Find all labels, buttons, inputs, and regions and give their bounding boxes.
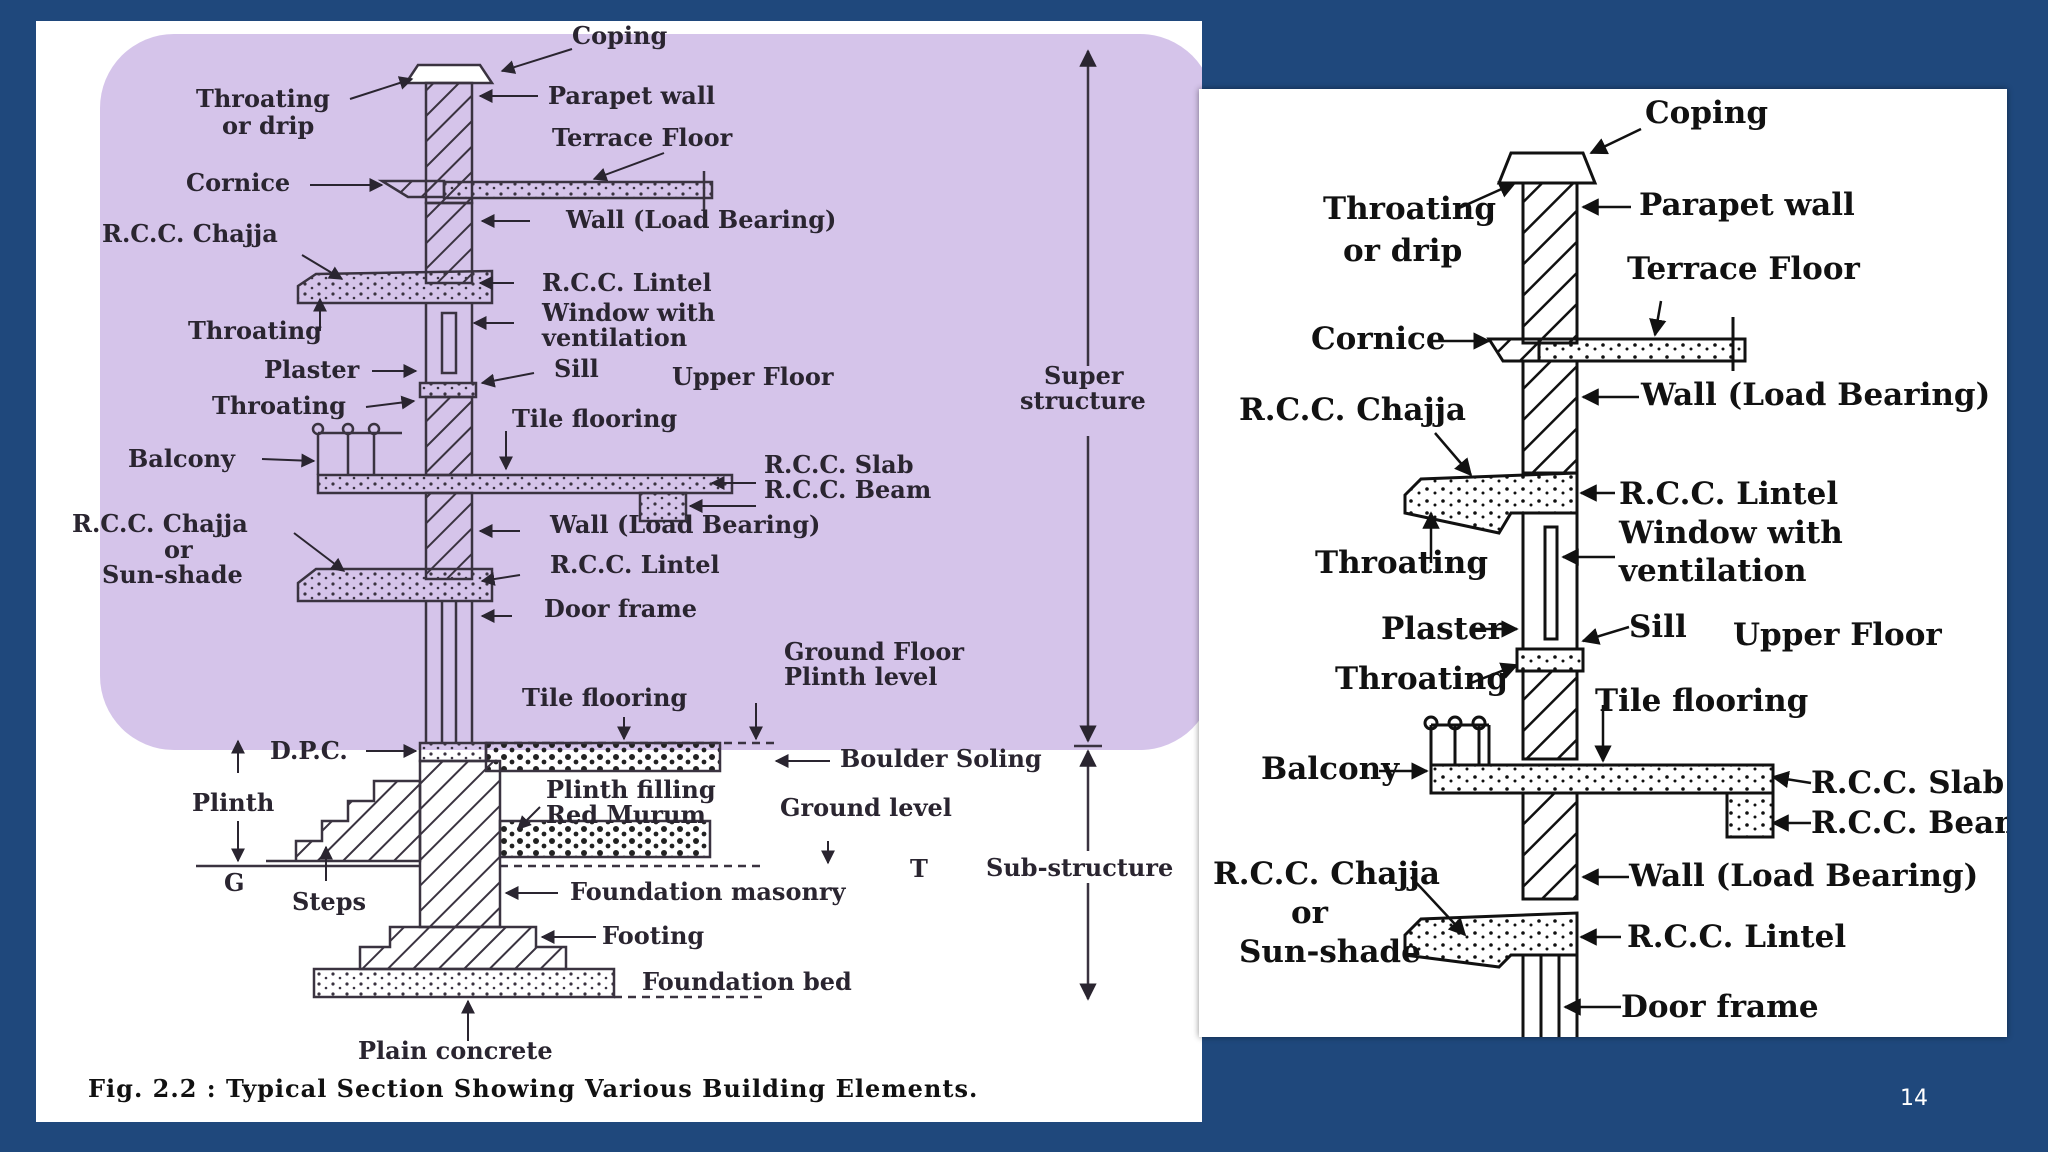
label-steps: Steps — [292, 887, 366, 916]
label-boulder-soling: Boulder Soling — [840, 744, 1042, 773]
detail-label-cornice: Cornice — [1311, 321, 1446, 357]
detail-label-tile-flooring: Tile flooring — [1595, 683, 1808, 719]
label-rcc-lintel-top: R.C.C. Lintel — [542, 268, 712, 297]
superstructure-highlight — [100, 34, 1202, 750]
label-g: G — [224, 868, 245, 897]
label-rcc-chajja-top: R.C.C. Chajja — [102, 219, 278, 248]
labels: Coping Throating or drip Parapet wall Te… — [72, 21, 1173, 1103]
label-plinth-filling: Plinth filling — [546, 775, 716, 804]
detail-label-balcony: Balcony — [1261, 751, 1400, 787]
label-foundation-bed: Foundation bed — [642, 967, 852, 996]
label-plaster: Plaster — [264, 355, 360, 384]
detail-label-upper-floor: Upper Floor — [1733, 617, 1942, 653]
labels-detail: Coping Throating or drip Parapet wall Te… — [1213, 95, 2007, 1025]
detail-label-coping: Coping — [1645, 95, 1768, 131]
detail-label-window-2: ventilation — [1618, 553, 1807, 589]
detail-label-wall-load-bearing-bottom: Wall (Load Bearing) — [1628, 858, 1978, 894]
building-section-drawing: Coping Throating or drip Parapet wall Te… — [72, 21, 1173, 1103]
label-upper-floor: Upper Floor — [672, 362, 834, 391]
label-rcc-slab: R.C.C. Slab — [764, 450, 914, 479]
detail-label-rcc-lintel-bottom: R.C.C. Lintel — [1627, 919, 1846, 955]
upper-floor-detail-figure: Coping Throating or drip Parapet wall Te… — [1199, 89, 2007, 1037]
slide-number: 14 — [1900, 1086, 1928, 1111]
label-ground-floor: Ground Floor — [784, 637, 964, 666]
label-tile-flooring-upper: Tile flooring — [512, 404, 677, 433]
label-plain-concrete: Plain concrete — [358, 1036, 553, 1065]
label-rcc-chajja-bottom-2: or — [164, 535, 193, 564]
label-super-structure-1: Super — [1044, 361, 1124, 390]
label-sill: Sill — [554, 354, 599, 383]
structure-drawing-detail — [1403, 151, 1775, 1037]
label-foundation-masonry: Foundation masonry — [570, 877, 847, 906]
detail-label-door-frame: Door frame — [1621, 989, 1819, 1025]
detail-label-throating-drip-2: or drip — [1343, 233, 1462, 269]
detail-label-rcc-beam: R.C.C. Beam — [1811, 805, 2007, 841]
detail-label-rcc-chajja-bottom-1: R.C.C. Chajja — [1213, 856, 1440, 892]
label-parapet-wall: Parapet wall — [548, 81, 715, 110]
label-dpc: D.P.C. — [270, 736, 348, 765]
label-wall-load-bearing-bottom: Wall (Load Bearing) — [549, 510, 820, 539]
building-section-figure: Coping Throating or drip Parapet wall Te… — [36, 21, 1202, 1122]
label-plinth-level: Plinth level — [784, 662, 937, 691]
detail-label-rcc-chajja-bottom-2: or — [1291, 895, 1329, 931]
detail-label-rcc-chajja-bottom-3: Sun-shade — [1239, 934, 1421, 970]
leader-lines — [231, 48, 835, 1041]
label-throating-2: Throating — [212, 391, 346, 420]
label-sub-structure: Sub-structure — [986, 853, 1173, 882]
label-plinth: Plinth — [192, 788, 274, 817]
label-door-frame: Door frame — [544, 594, 697, 623]
detail-label-plaster: Plaster — [1381, 611, 1505, 647]
figure-caption: Fig. 2.2 : Typical Section Showing Vario… — [88, 1074, 978, 1103]
detail-label-rcc-lintel-top: R.C.C. Lintel — [1619, 476, 1838, 512]
label-super-structure-2: structure — [1020, 386, 1146, 415]
detail-label-rcc-slab: R.C.C. Slab — [1811, 765, 2004, 801]
label-rcc-chajja-bottom-1: R.C.C. Chajja — [72, 509, 248, 538]
label-balcony: Balcony — [128, 444, 236, 473]
leader-lines-detail — [1379, 127, 1812, 1016]
detail-label-rcc-chajja-top: R.C.C. Chajja — [1239, 392, 1466, 428]
label-wall-load-bearing-top: Wall (Load Bearing) — [565, 205, 836, 234]
label-terrace-floor: Terrace Floor — [552, 123, 733, 152]
label-throating-1: Throating — [188, 316, 322, 345]
label-rcc-chajja-bottom-3: Sun-shade — [102, 560, 243, 589]
detail-label-terrace-floor: Terrace Floor — [1627, 251, 1861, 287]
label-footing: Footing — [602, 921, 704, 950]
label-rcc-lintel-bottom: R.C.C. Lintel — [550, 550, 720, 579]
label-throating-drip-1: Throating — [196, 84, 330, 113]
label-cornice: Cornice — [186, 168, 290, 197]
label-red-murum: Red Murum — [546, 800, 706, 829]
detail-label-wall-load-bearing-top: Wall (Load Bearing) — [1640, 377, 1990, 413]
label-ground-level: Ground level — [780, 793, 952, 822]
detail-label-window-1: Window with — [1618, 515, 1843, 551]
upper-floor-detail-drawing: Coping Throating or drip Parapet wall Te… — [1213, 95, 2007, 1037]
label-window-1: Window with — [541, 298, 715, 327]
detail-label-throating-2: Throating — [1335, 661, 1508, 697]
detail-label-parapet-wall: Parapet wall — [1639, 187, 1855, 223]
detail-label-throating-1: Throating — [1315, 545, 1488, 581]
label-coping: Coping — [572, 21, 667, 50]
structure-drawing — [196, 49, 1102, 1001]
label-t: T — [910, 854, 928, 883]
label-tile-flooring-ground: Tile flooring — [522, 683, 687, 712]
label-rcc-beam: R.C.C. Beam — [764, 475, 931, 504]
detail-label-throating-drip-1: Throating — [1323, 191, 1496, 227]
label-throating-drip-2: or drip — [222, 111, 314, 140]
detail-label-sill: Sill — [1629, 609, 1687, 645]
label-window-2: ventilation — [541, 323, 687, 352]
